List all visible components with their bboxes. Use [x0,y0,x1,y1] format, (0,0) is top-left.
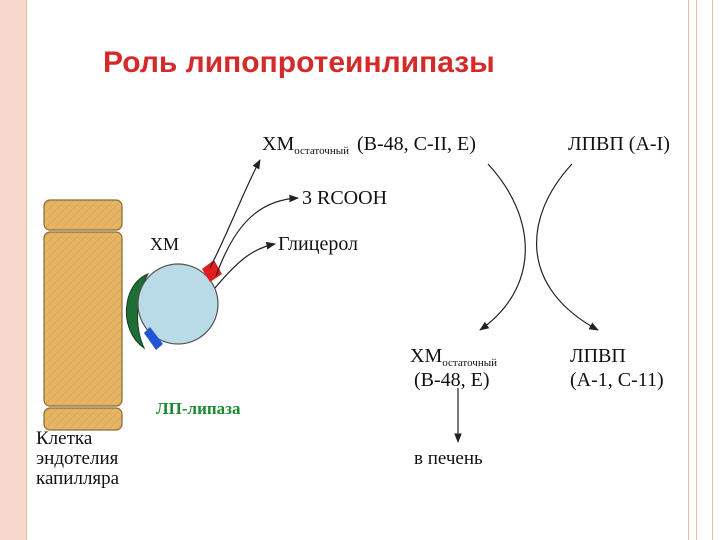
arrow-remnant-to-bottom [479,163,526,331]
fatty-acids-label: 3 RCOOH [302,187,387,209]
lipase-label: ЛП-липаза [156,399,241,418]
remnant-apo-label: (В-48, Е) [414,369,490,391]
remnant-chylomicron-bottom-label: ХМостаточный [410,345,497,369]
cell-label-line-3: капилляра [36,468,120,489]
hdl-bottom-label: ЛПВП [570,345,626,367]
hdl-top-label: ЛПВП (А-I) [568,133,670,155]
right-frame-line [688,0,689,540]
hdl-apo-label: (А-1, С-11) [570,369,664,391]
cell-label-line-1: Клетка [36,428,93,449]
cell-label-line-2: эндотелия [36,448,119,469]
page-title: Роль липопротеинлипазы [103,46,495,79]
remnant-chylomicron-label: ХМостаточный(В-48, С-II, Е) [262,133,476,157]
endothelial-cell [43,199,123,431]
arrow-to-remnant-chylomicron [209,159,261,269]
diagram-svg: ХМостаточный(В-48, С-II, Е) ЛПВП (А-I) 3… [36,133,670,489]
apo-e-marker [144,327,163,350]
arrow-hdl-to-bottom [536,163,599,331]
left-frame-band [0,0,26,540]
chylomicron-label: ХМ [150,234,179,254]
right-frame-line [696,0,697,540]
apo-c2-marker [202,260,222,282]
arrow-to-glycerol [214,241,276,289]
arrow-to-fatty-acids [215,194,299,277]
to-liver-label: в печень [414,448,483,469]
chylomicron-particle [137,263,219,345]
left-frame-line [26,0,27,540]
glycerol-label: Глицерол [278,233,358,255]
right-frame-line [712,0,713,540]
lipoprotein-lipase-diagram: ХМостаточный(В-48, С-II, Е) ЛПВП (А-I) 3… [30,108,692,518]
